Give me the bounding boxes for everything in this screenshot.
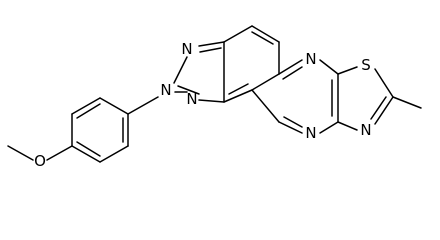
atom-label-methoxy-o: O <box>34 152 46 170</box>
bond-s-c8 <box>374 68 394 98</box>
bond-c9a-c9b <box>223 89 253 103</box>
bond-n1-c3a <box>198 41 225 47</box>
bond-c5a-n6-double <box>282 66 303 80</box>
bond-methyl-o <box>7 145 34 161</box>
atom-label-thiazole-n: N <box>360 121 371 139</box>
bond-n10-c10a <box>278 121 303 134</box>
bond-c5a-n6 <box>278 59 303 75</box>
bond-phenyl-double-3 <box>76 141 101 157</box>
bond-phenyl-6 <box>71 145 101 163</box>
bond-c9a-c9b-double <box>228 83 249 95</box>
bond-n10-c10a-double <box>283 116 303 128</box>
molecule-svg: N N N N N S N O <box>7 25 422 170</box>
molecule-structure-diagram: N N N N N S N O <box>7 25 422 170</box>
atom-label-pyrazine-n-bottom: N <box>305 124 316 142</box>
bond-phenyl-2 <box>71 97 101 115</box>
bond-n9-c9a2 <box>337 121 358 131</box>
bond-c8-n9-double <box>370 96 387 120</box>
bond-aryl-n2 <box>127 96 159 115</box>
atom-label-triazole-n-mid: N <box>160 81 171 99</box>
bond-phenyl-3 <box>99 97 129 115</box>
bond-c9a2-n10 <box>319 121 339 134</box>
bond-c5a-c9a <box>251 73 280 91</box>
bond-c10a-c9a <box>251 89 280 123</box>
bond-phenyl-double-1 <box>76 103 101 119</box>
atom-label-triazole-n-top: N <box>181 40 192 58</box>
atom-labels: N N N N N S N O <box>34 40 372 170</box>
bond-n1-c3a-double <box>199 47 222 53</box>
bond-c3a-c4 <box>223 25 253 43</box>
atom-label-triazole-n-bottom: N <box>186 90 197 108</box>
atom-label-pyrazine-n-top: N <box>305 50 316 68</box>
bond-c4-c5 <box>251 25 280 43</box>
bond-o-aryl <box>46 145 73 161</box>
bond-c8-n9 <box>374 96 394 125</box>
bond-n3-n2-double <box>177 85 200 95</box>
bond-n6-c6a <box>319 59 339 75</box>
bond-c8-methyl <box>392 96 422 109</box>
bond-c4-c5-double <box>251 31 274 45</box>
bond-phenyl-5 <box>99 145 129 163</box>
bond-n2-n1 <box>173 56 188 84</box>
atom-label-thiazole-s: S <box>361 56 371 74</box>
bond-c6a-s <box>337 66 358 75</box>
bond-lines <box>7 25 422 163</box>
bond-c9b-n3 <box>198 99 225 103</box>
